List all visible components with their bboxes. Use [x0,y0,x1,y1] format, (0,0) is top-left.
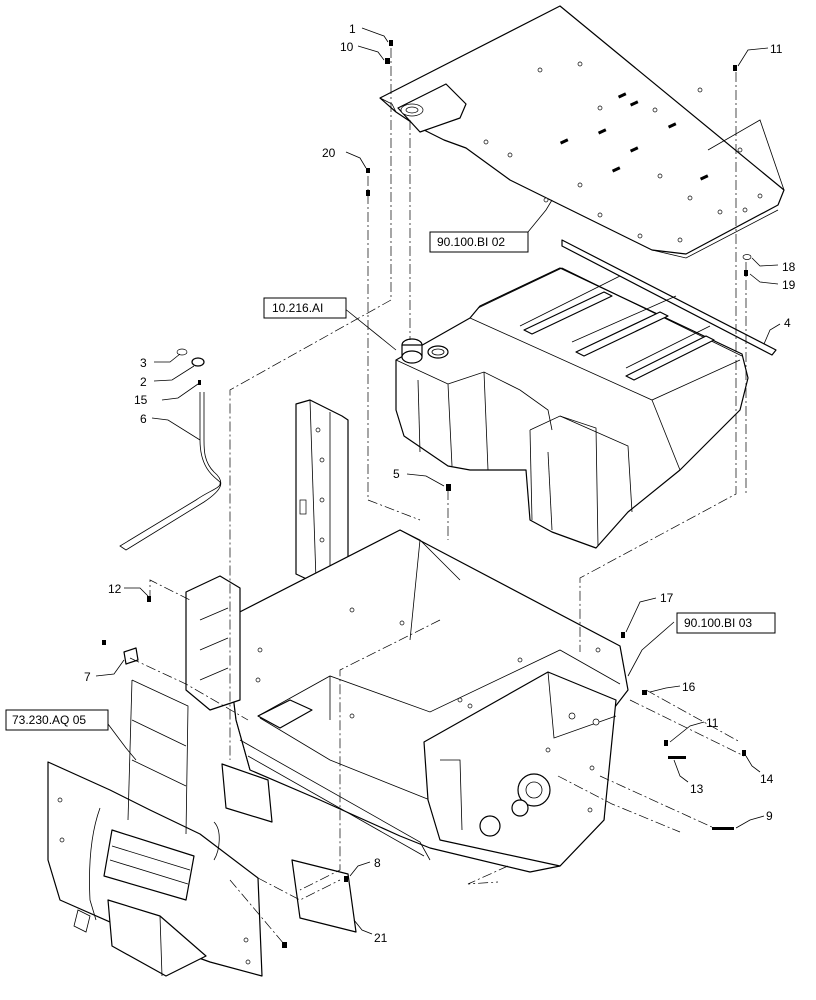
fastener-11-lower [664,740,668,746]
access-ladder [47,679,287,977]
fastener-11-top [733,65,737,71]
bolt-13 [668,756,686,759]
fastener-19 [744,270,748,276]
reference-label-ladder: 73.230.AQ 05 [12,713,86,727]
callout-5: 5 [393,467,400,481]
callout-17: 17 [660,591,674,605]
fastener-16 [642,690,647,695]
callout-2: 2 [140,375,147,389]
callout-8: 8 [374,856,381,870]
reference-box-tank[interactable]: 10.216.AI [263,297,347,319]
callout-7: 7 [84,670,91,684]
callout-15: 15 [134,393,148,407]
side-cover-panel [221,763,357,933]
callout-12: 12 [108,582,122,596]
assembly-guide-lines [129,48,747,945]
callout-10: 10 [340,40,354,54]
callout-21: 21 [374,931,388,945]
callout-6: 6 [140,412,147,426]
callout-labels: 1 10 11 20 18 19 4 3 2 15 6 5 12 17 7 16… [84,22,796,945]
callout-20: 20 [322,146,336,160]
fuel-tank [395,267,749,549]
breather-hose [119,348,222,551]
reference-label-tank: 10.216.AI [272,301,323,315]
reference-box-frame[interactable]: 90.100.BI 03 [676,612,776,634]
callout-16: 16 [682,680,696,694]
callout-1: 1 [349,22,356,36]
callout-19: 19 [782,278,796,292]
clip-7 [102,640,139,665]
fastener-20 [366,168,370,196]
callout-11-lower: 11 [706,716,719,730]
fastener-5 [446,484,451,491]
reference-label-platform: 90.100.BI 02 [437,235,505,249]
fastener-14 [742,750,746,756]
fastener-1 [389,40,393,46]
reference-box-ladder[interactable]: 73.230.AQ 05 [5,709,109,731]
reference-box-platform[interactable]: 90.100.BI 02 [429,231,529,253]
fastener-10 [385,58,390,64]
callout-4: 4 [784,316,791,330]
callout-13: 13 [690,782,704,796]
leader-lines [95,27,781,935]
washer-18 [742,254,752,260]
fastener-17 [621,632,625,638]
bolt-9 [712,827,734,830]
callout-3: 3 [140,356,147,370]
reference-label-frame: 90.100.BI 03 [684,616,752,630]
seal-strip [561,239,777,356]
fastener-12 [147,596,151,602]
callout-9: 9 [766,809,773,823]
callout-11-top: 11 [770,42,783,56]
platform-floor-plate [379,5,785,259]
callout-18: 18 [782,260,796,274]
callout-14: 14 [760,772,774,786]
main-frame [185,399,629,873]
